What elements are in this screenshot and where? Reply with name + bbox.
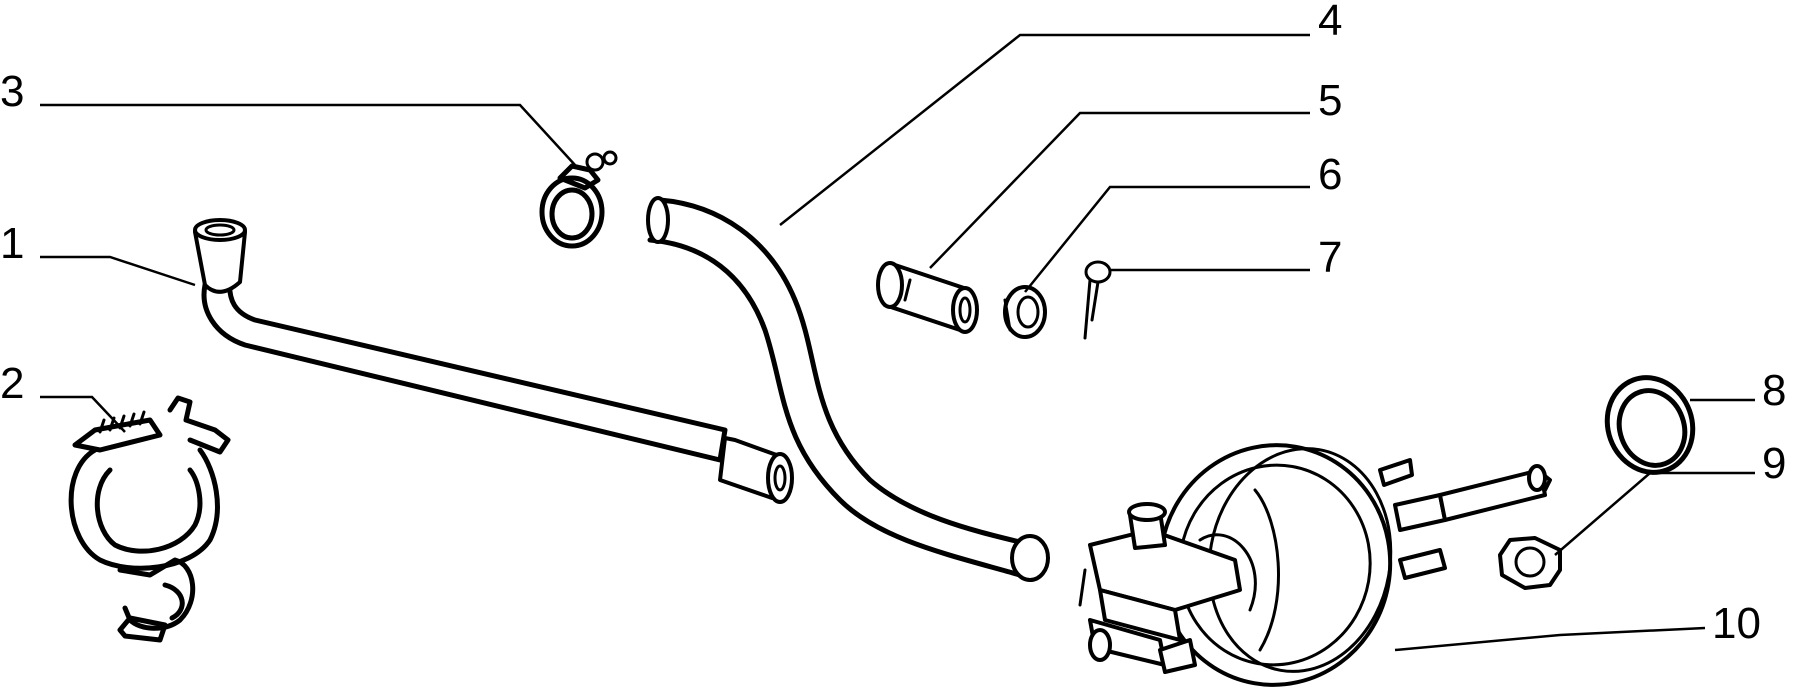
callout-4: 4 — [1318, 0, 1342, 45]
part-5-sleeve — [876, 261, 979, 334]
leader-lines — [40, 33, 1755, 652]
callout-numbers: 1 2 3 4 5 6 7 8 9 10 — [0, 0, 1786, 648]
leader-9 — [1554, 471, 1755, 556]
part-8-seal-ring — [1604, 375, 1696, 475]
leader-3 — [40, 103, 576, 166]
part-3-hose-clamp — [539, 150, 618, 249]
part-10-brake-booster — [1078, 443, 1552, 687]
callout-3: 3 — [0, 67, 24, 116]
leader-2 — [40, 395, 126, 433]
callout-6: 6 — [1318, 150, 1342, 199]
callout-5: 5 — [1318, 76, 1342, 125]
leader-6 — [1024, 185, 1310, 293]
part-1-pipe — [193, 218, 794, 504]
leader-5 — [929, 111, 1310, 269]
callout-10: 10 — [1712, 599, 1761, 648]
callout-7: 7 — [1318, 233, 1342, 282]
callout-1: 1 — [0, 219, 24, 268]
leader-4 — [779, 33, 1310, 226]
callout-2: 2 — [0, 359, 24, 408]
callout-9: 9 — [1762, 439, 1786, 488]
part-9-nut — [1498, 536, 1562, 590]
leader-10 — [1394, 626, 1706, 652]
callout-8: 8 — [1762, 366, 1786, 415]
part-7-cotter-pin — [1083, 260, 1112, 340]
part-6-bushing — [1003, 285, 1047, 339]
part-2-clip-bracket — [68, 395, 231, 643]
leader-1 — [40, 255, 196, 287]
part-4-flexible-hose — [646, 196, 1050, 582]
